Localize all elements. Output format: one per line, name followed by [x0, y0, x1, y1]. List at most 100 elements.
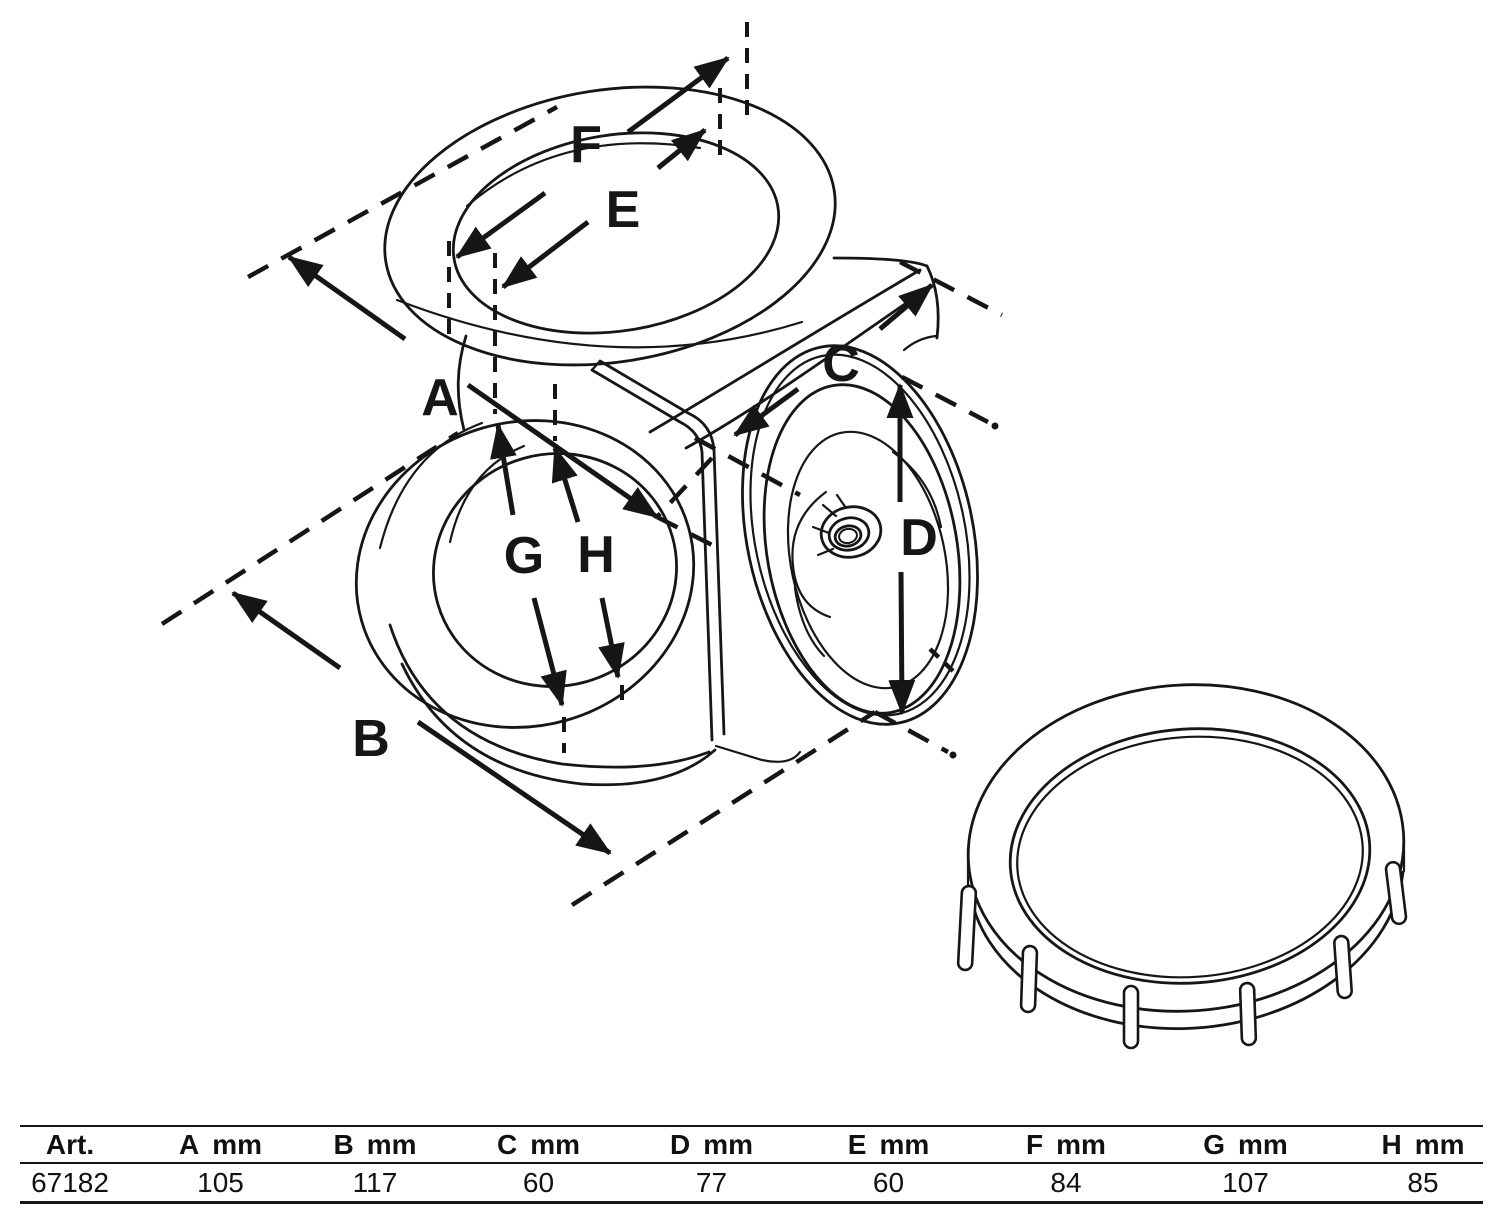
cap-inner-rim: [1008, 727, 1372, 985]
table-header-a-letter: A: [178, 1129, 200, 1160]
hub-bore: [833, 524, 863, 548]
table-header-f-letter: F: [1026, 1129, 1044, 1160]
tangent-line-d-bottom: [873, 710, 950, 754]
drum-vane-curve: [793, 586, 826, 658]
dim-arrow-c-lower: [733, 386, 800, 438]
funnel-right-corner: [925, 264, 940, 340]
cap-inner-lip: [1016, 735, 1364, 979]
dim-arrow-b-upper: [231, 590, 342, 671]
table-cell-b: 117: [352, 1167, 398, 1198]
top-ring-outer-lip: [395, 298, 804, 349]
table-header-h-letter: H: [1381, 1129, 1402, 1160]
hub-vane-teardrop: [791, 490, 832, 619]
funnel-drum-join: [902, 334, 938, 352]
table-header-b-letter: B: [333, 1129, 354, 1160]
dimension-letters: F E A C G H D B: [352, 116, 938, 768]
lock-ring-cap-drawing: [956, 683, 1408, 1050]
tangent-line-under-c: [693, 436, 802, 497]
dim-arrow-h-lower: [598, 597, 625, 679]
tangent-line-top-right: [898, 260, 1004, 317]
dim-arrow-a-upper: [287, 254, 407, 342]
table-header-h-unit: mm: [1414, 1129, 1465, 1160]
table-rule-middle: [20, 1162, 1483, 1164]
hub-spline-ticks: [811, 493, 848, 557]
strap-outer-edge: [590, 368, 714, 742]
table-header-g-letter: G: [1203, 1129, 1225, 1160]
table-cell-d: 77: [695, 1167, 728, 1198]
top-ring-inner-edge: [451, 131, 781, 335]
table-header-b-unit: mm: [366, 1129, 417, 1160]
projection-guides: [447, 22, 749, 753]
top-ring-outer-edge: [383, 85, 837, 367]
table-rule-bottom: [20, 1201, 1483, 1204]
funnel-inner-curve-2: [684, 286, 930, 450]
table-rule-top: [20, 1125, 1483, 1127]
technical-drawing: F E A C G H D B: [160, 22, 1408, 1050]
funnel-top-right-edge: [832, 256, 929, 268]
table-cell-e: 60: [872, 1167, 905, 1198]
table-header-d-letter: D: [669, 1129, 691, 1160]
dim-label-d: D: [900, 509, 938, 567]
dimension-arrows: [231, 55, 934, 856]
dim-arrow-f-left: [455, 190, 547, 260]
dim-arrow-g-upper: [490, 423, 517, 516]
construction-dot-right: [991, 422, 999, 430]
foot-link: [714, 744, 802, 763]
construction-dot-bottom: [949, 751, 957, 759]
dim-arrow-c-upper: [878, 283, 934, 331]
table-header-c-unit: mm: [530, 1129, 581, 1160]
dim-label-h: H: [577, 526, 615, 584]
tangent-line-center-b: [655, 514, 724, 553]
top-ring-inner-lip: [465, 142, 702, 208]
dim-arrow-e-right: [656, 128, 707, 170]
dim-arrow-h-upper: [551, 446, 581, 523]
left-ring-band-bottom: [400, 662, 717, 787]
dim-arrow-a-lower: [466, 382, 659, 520]
funnel-left-edge: [456, 334, 468, 432]
table-header-d-unit: mm: [703, 1129, 754, 1160]
table-header-e-unit: mm: [879, 1129, 930, 1160]
table-cell-g: 107: [1222, 1167, 1269, 1198]
table-cell-art: 67182: [31, 1167, 109, 1198]
tangent-line-bottom: [570, 710, 877, 907]
construction-lines: [160, 105, 1004, 907]
dim-label-c: C: [822, 335, 860, 393]
hub-bore-inner: [838, 527, 858, 545]
tangent-line-center-a: [655, 456, 714, 519]
drum-rim-outer: [741, 344, 979, 726]
dim-label-e: E: [606, 181, 641, 239]
left-ring-inner-edge: [432, 452, 678, 688]
dim-arrow-b-lower: [416, 719, 612, 856]
dim-arrow-g-lower: [531, 597, 567, 707]
table-header-art: Art.: [10, 1130, 130, 1160]
table-header-e-letter: E: [847, 1129, 867, 1160]
table-header-a-unit: mm: [212, 1129, 263, 1160]
tangent-line-mid-left: [160, 431, 460, 626]
funnel-inner-curve-1: [648, 268, 922, 434]
tangent-line-top-left: [246, 105, 559, 279]
left-ring-outer-lip: [378, 421, 484, 550]
left-ring-band-top: [388, 623, 711, 769]
table-header-f-unit: mm: [1056, 1129, 1106, 1160]
cap-band-bottom: [967, 870, 1405, 1031]
dim-arrow-d-lower: [888, 571, 916, 715]
table-header-art-label: Art.: [45, 1129, 95, 1160]
table-cell-f: 84: [1050, 1167, 1082, 1198]
hub-mid: [827, 516, 871, 552]
tangent-line-d-top: [900, 375, 990, 424]
strap-top-end: [590, 359, 602, 372]
dim-arrow-f-right: [626, 55, 730, 135]
table-cell-c: 60: [522, 1167, 555, 1198]
dim-label-b: B: [352, 710, 390, 768]
dim-label-f: F: [570, 116, 602, 174]
table-cell-h: 85: [1407, 1167, 1439, 1198]
dim-label-a: A: [421, 369, 459, 427]
